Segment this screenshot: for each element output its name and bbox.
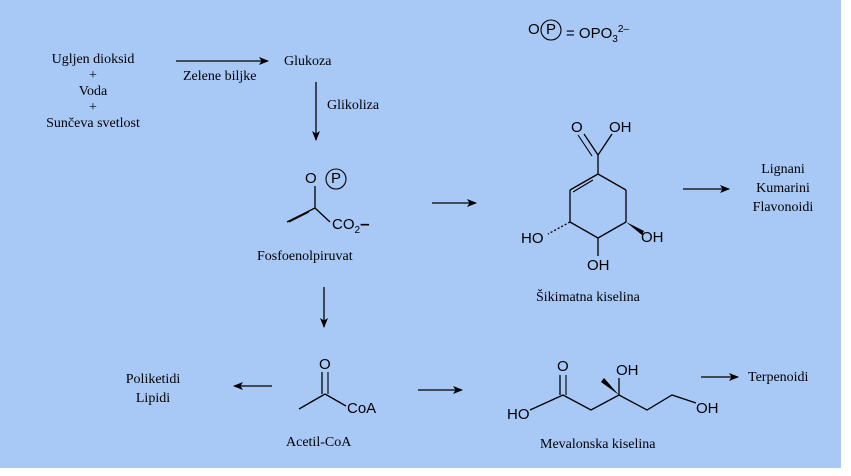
shikimic-oh-right: OH	[641, 229, 664, 246]
acetyl-o: O	[319, 356, 331, 373]
legend-sub: 3	[612, 34, 618, 45]
phenolics-flavonoids: Flavonoidi	[752, 200, 814, 215]
legend-charge: 2–	[617, 24, 629, 35]
pep-co: CO	[332, 216, 355, 233]
pep-co-sub: 2	[354, 225, 361, 236]
mevalonic-name: Mevalonska kiselina	[540, 437, 656, 452]
green-plants-label: Zelene biljke	[183, 69, 257, 84]
legend-formula: = OPO32–	[566, 22, 629, 48]
diagram-lines	[176, 19, 739, 411]
mevalonic-ho: HO	[507, 406, 530, 423]
shikimic-oh-top: OH	[609, 119, 632, 136]
input-plus-1: +	[89, 68, 97, 83]
acetyl-coa: CoA	[347, 400, 377, 417]
acetyl-structure	[298, 372, 347, 410]
shikimic-oh-bottom: OH	[587, 257, 610, 274]
mevalonic-oh-top: OH	[616, 362, 639, 379]
shikimic-structure	[547, 133, 644, 256]
polyketides-label: Poliketidi	[125, 372, 181, 387]
input-plus-2: +	[89, 100, 97, 115]
lipids-label: Lipidi	[135, 391, 171, 406]
phenolics-lignans: Lignani	[761, 162, 805, 177]
legend-phosphate-circle	[540, 19, 562, 41]
mevalonic-structure	[529, 375, 697, 411]
shikimic-name: Šikimatna kiselina	[536, 290, 640, 305]
mevalonic-o: O	[557, 358, 569, 375]
phenolics-block: Lignani Kumarini Flavonoidi	[748, 160, 818, 217]
shikimic-o: O	[571, 119, 583, 136]
mevalonic-oh-right: OH	[696, 400, 719, 417]
phenolics-coumarins: Kumarini	[756, 181, 810, 196]
polyketides-block: Poliketidi Lipidi	[108, 370, 198, 408]
legend-p: P	[546, 21, 557, 38]
shikimic-ho-left: HO	[521, 230, 544, 247]
terpenoids-label: Terpenoidi	[748, 370, 809, 385]
pep-phosphate: P	[331, 170, 342, 187]
glycolysis-label: Glikoliza	[327, 98, 380, 113]
input-carbon-dioxide: Ugljen dioksid	[51, 52, 135, 67]
pep-oxygen: O	[305, 170, 317, 187]
pep-structure	[286, 168, 347, 223]
pep-name: Fosfoenolpiruvat	[257, 249, 353, 264]
input-sunlight: Sunčeva svetlost	[46, 116, 140, 131]
pathway-diagram: O P = OPO32– Ugljen dioksid + Voda + Sun…	[0, 0, 841, 468]
glucose-label: Glukoza	[284, 54, 332, 69]
legend-equals: = OPO	[566, 25, 613, 42]
legend-o: O	[528, 21, 540, 38]
acetyl-name: Acetil-CoA	[286, 435, 352, 450]
pep-carboxylate: CO2–	[332, 214, 370, 239]
input-water: Voda	[78, 84, 108, 99]
pep-charge: –	[360, 214, 370, 233]
inputs-block: Ugljen dioksid + Voda + Sunčeva svetlost	[28, 52, 158, 132]
